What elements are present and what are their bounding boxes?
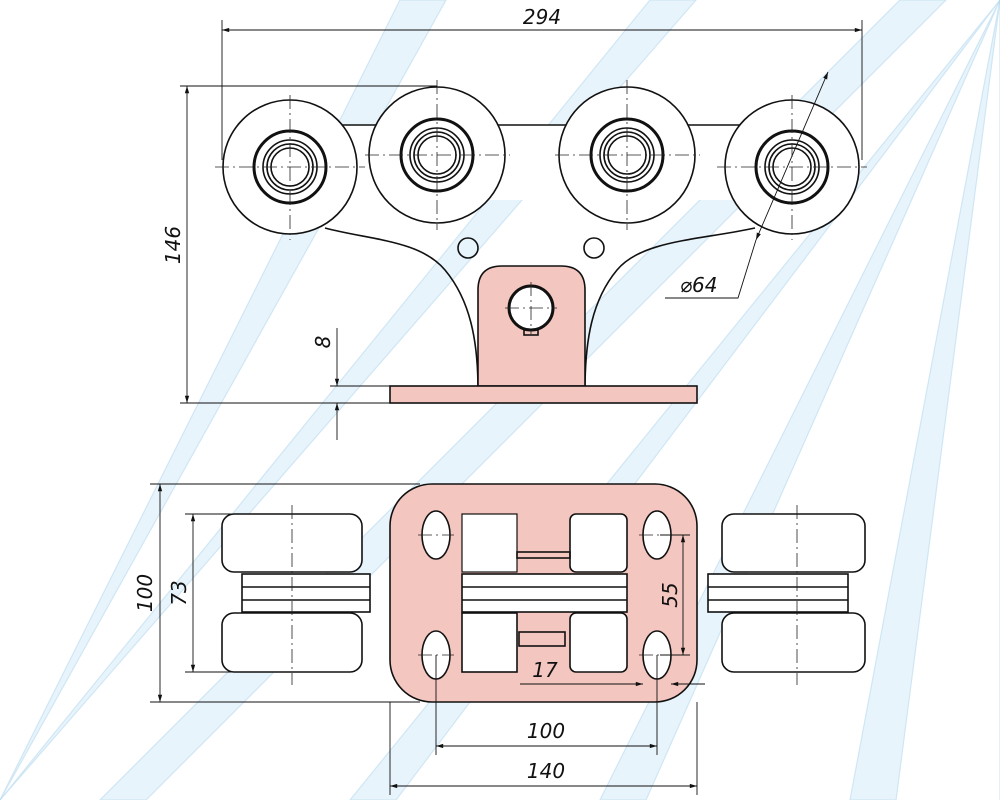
dim-plate-length: 140	[527, 759, 565, 783]
mount-hole	[583, 237, 605, 259]
dim-overall-height: 146	[161, 226, 185, 264]
carrier-plate-outline	[324, 227, 756, 391]
dim-overall-length: 294	[523, 5, 561, 29]
dim-hole-spacing-y: 55	[658, 582, 682, 607]
side-view-dimensions: 294 146 8 ⌀64	[161, 5, 863, 440]
wheel-3	[555, 80, 700, 230]
left-wheel-pair	[221, 505, 371, 685]
dim-wheel-diameter: ⌀64	[680, 273, 718, 297]
dim-hole-offset: 17	[532, 658, 558, 682]
side-view	[215, 80, 867, 404]
wheel-2	[365, 80, 510, 230]
base-plate	[389, 385, 698, 404]
watermark-band	[849, 0, 1000, 800]
plan-view-dimensions: 100 73 55 17 100 140	[133, 483, 705, 795]
wheel-4	[717, 95, 867, 240]
right-wheel-pair	[707, 505, 866, 685]
dim-wheel-width: 73	[167, 580, 191, 605]
wheel-1	[215, 95, 365, 240]
plan-view	[221, 483, 866, 703]
dim-base-thickness: 8	[311, 336, 335, 349]
dim-hole-spacing-x: 100	[527, 719, 565, 743]
watermark-band	[599, 0, 1000, 800]
dim-overall-width: 100	[133, 574, 157, 612]
mount-hole	[457, 237, 479, 259]
